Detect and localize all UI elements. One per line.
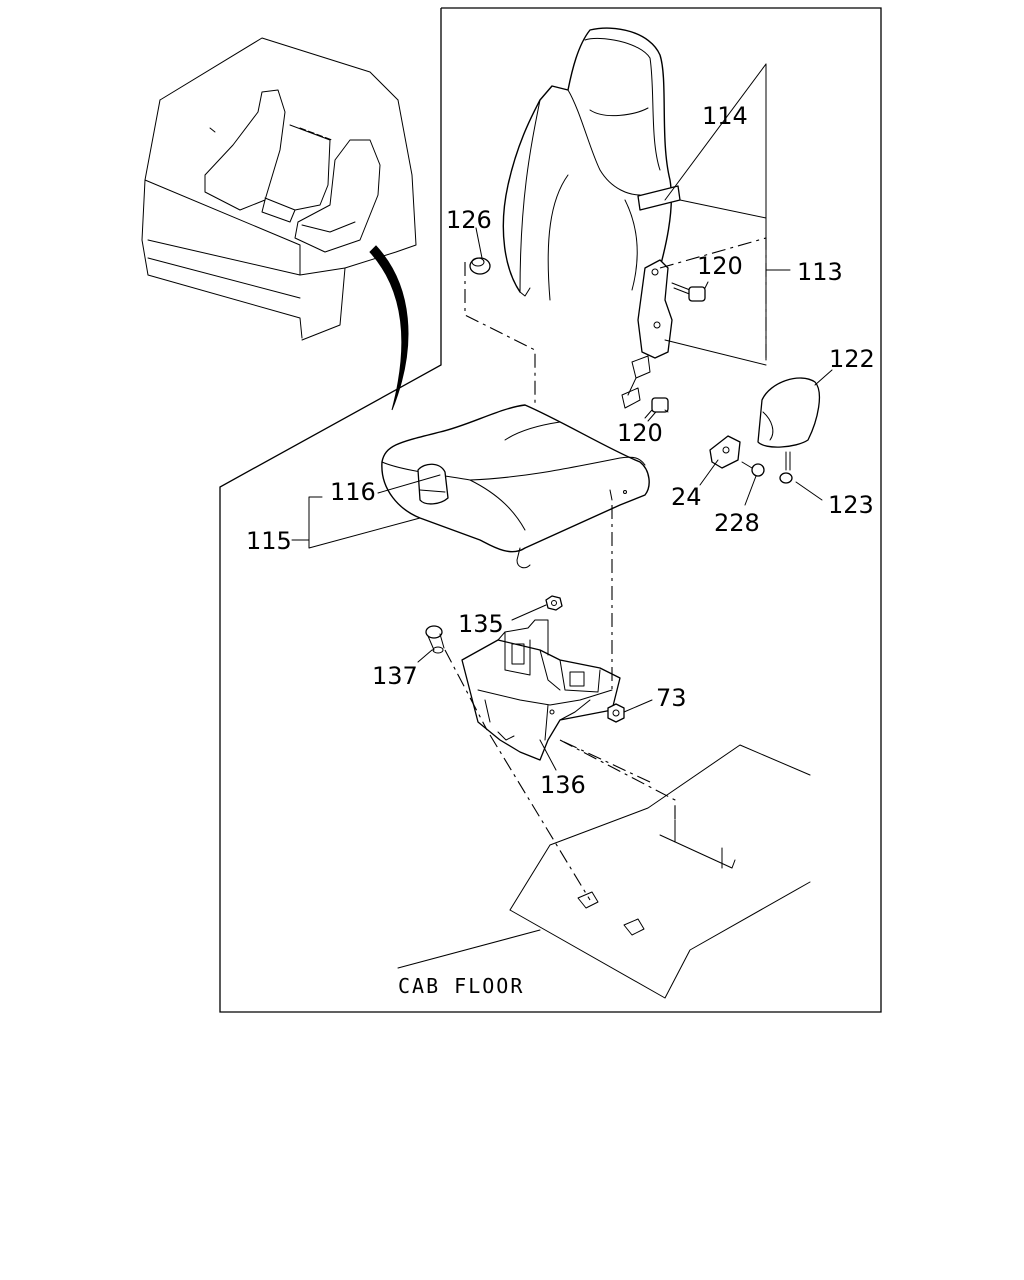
cab-floor-illustration [509, 744, 811, 999]
callout-24: 24 [671, 483, 702, 511]
callout-114: 114 [702, 102, 748, 130]
nut-135 [545, 595, 563, 611]
callout-126: 126 [446, 206, 492, 234]
nut-73 [607, 703, 625, 723]
knob-24 [709, 435, 741, 469]
callout-228: 228 [714, 509, 760, 537]
assembly-lines [444, 237, 767, 901]
callout-120-upper: 120 [697, 252, 743, 280]
seat-back-assembly [502, 27, 681, 409]
bolt-137 [425, 625, 445, 654]
callout-labels: 114 126 120 113 120 122 116 115 24 228 1… [246, 102, 875, 998]
callout-115: 115 [246, 527, 292, 555]
seat-frame-136 [461, 619, 621, 761]
cab-overview-illustration [141, 37, 417, 411]
callout-135: 135 [458, 610, 504, 638]
callout-120-lower: 120 [617, 419, 663, 447]
cab-floor-label: CAB FLOOR [398, 974, 524, 998]
callout-137: 137 [372, 662, 418, 690]
grommet-126 [469, 257, 491, 275]
leader-lines [291, 63, 833, 969]
screw-228 [741, 461, 765, 477]
callout-113: 113 [797, 258, 843, 286]
bolt-120-upper [671, 282, 706, 302]
callout-123: 123 [828, 491, 874, 519]
screw-123 [779, 451, 793, 484]
diagram-frame [219, 7, 882, 1013]
bolt-120-lower [644, 397, 669, 422]
callout-122: 122 [829, 345, 875, 373]
cover-122 [757, 377, 821, 448]
callout-73: 73 [656, 684, 687, 712]
seat-cushion [381, 404, 650, 569]
callout-116: 116 [330, 478, 376, 506]
callout-136: 136 [540, 771, 586, 799]
